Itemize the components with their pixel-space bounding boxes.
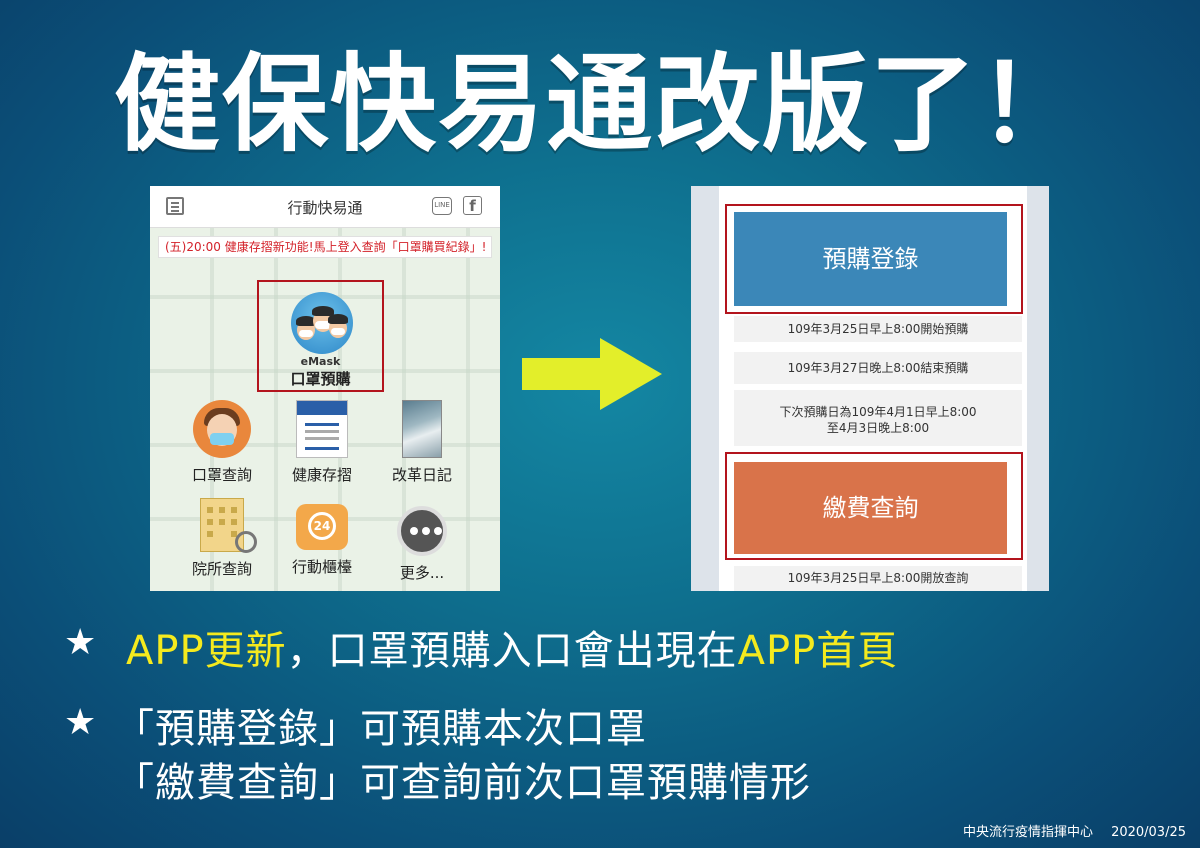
- query-open-info: 109年3月25日早上8:00開放查詢: [734, 566, 1022, 591]
- preorder-register-button[interactable]: 預購登錄: [734, 212, 1007, 306]
- footer-org: 中央流行疫情指揮中心: [963, 825, 1094, 840]
- reform-diary-book-icon: [402, 400, 442, 458]
- facebook-icon[interactable]: f: [463, 196, 482, 215]
- line-share-icon[interactable]: LINE: [432, 197, 452, 215]
- footer: 中央流行疫情指揮中心 2020/03/25: [945, 821, 1186, 840]
- bullet-1-text: APP更新，口罩預購入口會出現在APP首頁: [126, 618, 898, 676]
- app-home-grid: (五)20:00 健康存摺新功能!馬上登入查詢「口罩購買紀錄」! eMask 口…: [150, 228, 500, 591]
- mobile-counter-24-icon: 24: [296, 504, 348, 550]
- grid-label: 改革日記: [391, 466, 452, 484]
- grid-item-more[interactable]: 更多...: [372, 502, 472, 583]
- payment-query-button[interactable]: 繳費查詢: [734, 462, 1007, 554]
- star-icon: ★: [64, 622, 97, 663]
- star-icon: ★: [64, 702, 97, 743]
- bullet-2-line-1: 「預購登錄」可預購本次口罩: [114, 706, 647, 752]
- grid-item-mobile-counter[interactable]: 24 行動櫃檯: [272, 498, 372, 577]
- grid-label: 院所查詢: [191, 560, 252, 578]
- bullet-1-highlight-b: APP首頁: [737, 628, 899, 674]
- bullet-1: ★ APP更新，口罩預購入口會出現在APP首頁: [64, 618, 1164, 688]
- health-bank-book-icon: [296, 400, 348, 458]
- headline: 健保快易通改版了！: [114, 43, 1086, 166]
- grid-label: 行動櫃檯: [291, 558, 352, 576]
- grid-item-hospital-search[interactable]: 院所查詢: [172, 498, 272, 579]
- grid-item-health-bank[interactable]: 健康存摺: [272, 400, 372, 485]
- counter-badge: 24: [308, 512, 336, 540]
- preorder-start-info: 109年3月25日早上8:00開始預購: [734, 316, 1022, 342]
- emask-preorder-tile[interactable]: eMask 口罩預購: [257, 280, 384, 392]
- next-preorder-info: 下次預購日為109年4月1日早上8:00至4月3日晚上8:00: [734, 390, 1022, 446]
- bullet-2-line-2: 「繳費查詢」可查詢前次口罩預購情形: [114, 760, 811, 806]
- left-margin: [691, 186, 719, 591]
- preorder-end-info: 109年3月27日晚上8:00結束預購: [734, 352, 1022, 384]
- payment-highlight: [725, 452, 1023, 560]
- new-app-screenshot: 預購登錄 109年3月25日早上8:00開始預購 109年3月27日晚上8:00…: [691, 186, 1049, 591]
- bullet-1-highlight-a: APP更新: [126, 628, 287, 674]
- grid-label: 口罩查詢: [191, 466, 252, 484]
- bullet-2: ★ 「預購登錄」可預購本次口罩 「繳費查詢」可查詢前次口罩預購情形: [64, 688, 1164, 818]
- right-arrow-icon: [522, 338, 662, 410]
- mask-person-icon: [193, 400, 251, 458]
- emask-label-en: eMask: [300, 355, 341, 368]
- news-icon[interactable]: [166, 197, 184, 215]
- news-marquee[interactable]: (五)20:00 健康存摺新功能!馬上登入查詢「口罩購買紀錄」!: [158, 236, 492, 258]
- emask-label: 口罩預購: [290, 370, 351, 388]
- bullet-list: ★ APP更新，口罩預購入口會出現在APP首頁 ★ 「預購登錄」可預購本次口罩 …: [64, 618, 1164, 818]
- preorder-highlight: [725, 204, 1023, 314]
- old-app-screenshot: 行動快易通 LINE f (五)20:00 健康存摺新功能!馬上登入查詢「口罩購…: [150, 186, 500, 591]
- emask-family-icon: [291, 292, 353, 354]
- grid-item-reform-diary[interactable]: 改革日記: [372, 400, 472, 485]
- footer-date: 2020/03/25: [1111, 825, 1186, 840]
- app-header: 行動快易通 LINE f: [150, 186, 500, 228]
- hospital-search-icon: [200, 498, 257, 553]
- bullet-1-main: ，口罩預購入口會出現在: [286, 628, 738, 674]
- more-icon: [397, 506, 447, 556]
- grid-label: 健康存摺: [291, 466, 352, 484]
- grid-label: 更多...: [399, 564, 445, 582]
- grid-item-mask-query[interactable]: 口罩查詢: [172, 400, 272, 485]
- right-margin: [1027, 186, 1049, 591]
- app-title: 行動快易通: [287, 199, 363, 217]
